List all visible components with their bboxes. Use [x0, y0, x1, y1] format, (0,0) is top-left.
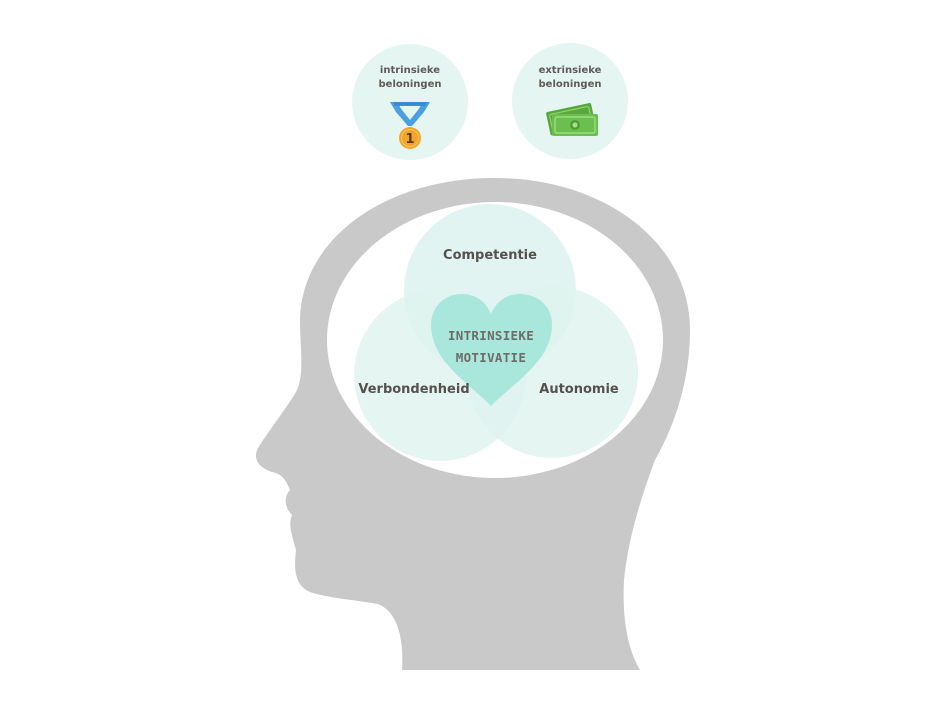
intrinsic-rewards-title-line2: beloningen — [379, 79, 442, 90]
extrinsic-rewards-circle — [512, 43, 628, 159]
extrinsic-rewards-title-line2: beloningen — [539, 79, 602, 90]
money-icon — [546, 103, 598, 136]
heart-label-line1: INTRINSIEKE — [448, 328, 534, 343]
medal-icon: 1 — [390, 102, 430, 149]
venn-label-autonomie: Autonomie — [539, 382, 619, 397]
venn-label-verbondenheid: Verbondenheid — [358, 382, 469, 397]
heart-shape — [431, 294, 553, 406]
extrinsic-rewards-bubble: extrinsieke beloningen — [512, 43, 628, 159]
extrinsic-rewards-title-line1: extrinsieke — [539, 65, 602, 76]
intrinsic-rewards-title-line1: intrinsieke — [380, 65, 440, 76]
heart-label-line2: MOTIVATIE — [456, 350, 526, 365]
intrinsic-rewards-bubble: intrinsieke beloningen 1 — [352, 44, 468, 160]
medal-number: 1 — [405, 132, 414, 147]
venn-label-competentie: Competentie — [443, 248, 537, 263]
